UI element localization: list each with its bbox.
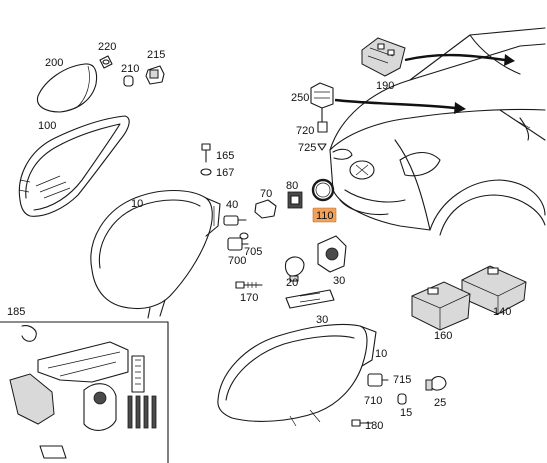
- part-number-715: 715: [393, 374, 411, 386]
- part-number-110: 110: [316, 210, 334, 222]
- part-number-25: 25: [434, 397, 446, 409]
- part-30-upper-illustration: [317, 235, 347, 273]
- part-number-710: 710: [364, 395, 382, 407]
- part-number-250: 250: [291, 92, 309, 104]
- part-number-190: 190: [376, 80, 394, 92]
- part-number-30-upper: 30: [333, 275, 345, 287]
- part-number-165: 165: [216, 150, 234, 162]
- part-number-185: 185: [7, 306, 25, 318]
- part-705-700-illustration: [227, 232, 249, 251]
- part-20-illustration: [284, 256, 305, 282]
- part-number-70: 70: [260, 188, 272, 200]
- part-200-illustration: [36, 63, 98, 113]
- part-number-40: 40: [226, 199, 238, 211]
- part-number-100: 100: [38, 120, 56, 132]
- part-170-illustration: [235, 281, 263, 289]
- part-number-10-upper: 10: [131, 198, 143, 210]
- part-number-200: 200: [45, 57, 63, 69]
- part-30-lower-illustration: [285, 289, 335, 309]
- part-number-170: 170: [240, 292, 258, 304]
- part-715-710-15-25-180-illustration: [351, 373, 447, 427]
- part-number-30-lower: 30: [316, 314, 328, 326]
- part-720-725-illustration: [317, 107, 328, 151]
- part-number-20: 20: [286, 277, 298, 289]
- part-100-illustration: [18, 115, 130, 217]
- part-220-210-215-illustration: [99, 55, 165, 87]
- arrowhead-190: [504, 54, 515, 66]
- part-number-215: 215: [147, 49, 165, 61]
- part-number-180: 180: [365, 420, 383, 432]
- part-10-lower-illustration: [217, 323, 377, 427]
- part-40-70-80-illustration: [223, 191, 303, 226]
- highlight-110: [312, 207, 337, 223]
- part-number-210: 210: [121, 63, 139, 75]
- part-number-10-lower: 10: [375, 348, 387, 360]
- part-number-725: 725: [298, 142, 316, 154]
- part-number-220: 220: [98, 41, 116, 53]
- part-number-720: 720: [296, 125, 314, 137]
- part-190-illustration: [361, 37, 406, 77]
- arrow-to-250: [334, 98, 456, 110]
- part-number-167: 167: [216, 167, 234, 179]
- arrowhead-250: [454, 102, 466, 114]
- screw-set: [127, 395, 157, 429]
- vehicle-front-illustration: [329, 27, 546, 236]
- arrow-to-190: [404, 53, 506, 62]
- part-160-illustration: [411, 281, 471, 331]
- part-110-illustration: [311, 178, 335, 202]
- part-10-upper-illustration: [90, 190, 221, 319]
- part-250-illustration: [310, 82, 334, 109]
- part-number-700: 700: [228, 255, 246, 267]
- part-number-160: 160: [434, 330, 452, 342]
- part-165-167-illustration: [200, 143, 212, 176]
- part-number-15: 15: [400, 407, 412, 419]
- part-number-80: 80: [286, 180, 298, 192]
- part-185-inset: [0, 321, 169, 463]
- part-number-140: 140: [493, 306, 511, 318]
- part-number-705: 705: [244, 246, 262, 258]
